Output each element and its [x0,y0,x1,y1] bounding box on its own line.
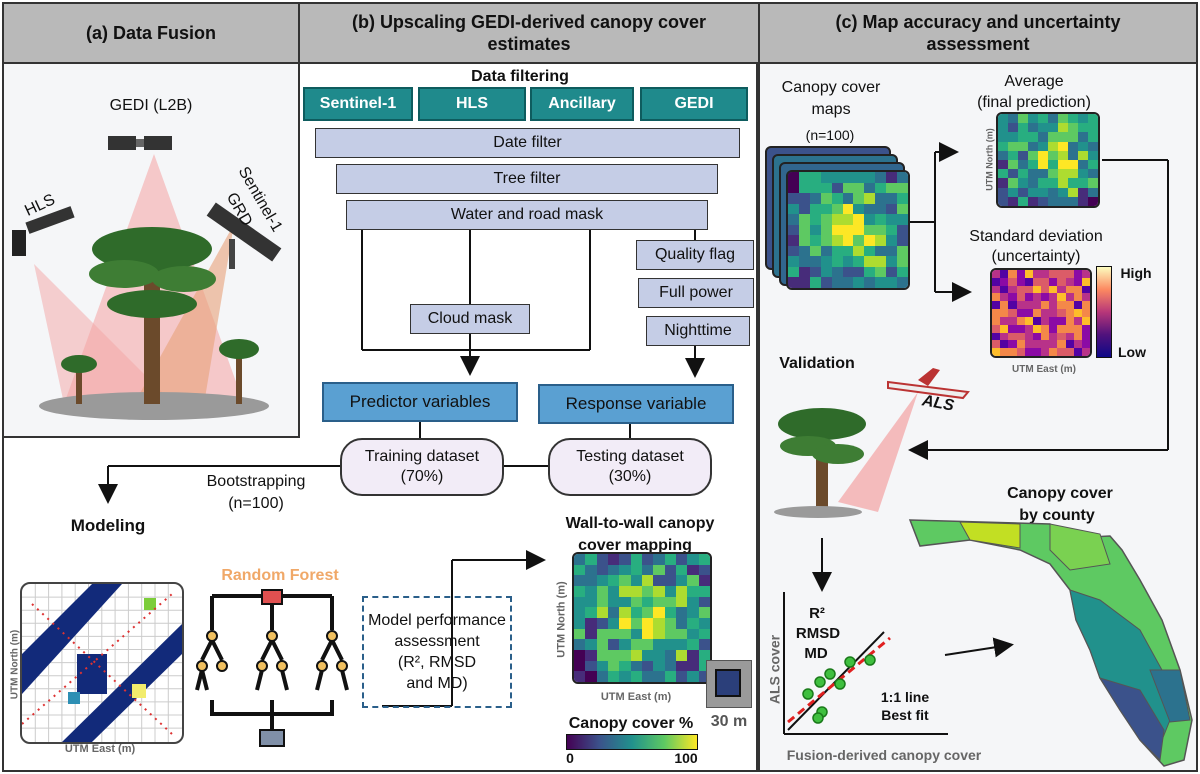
model-performance-line-4: and MD) [406,675,468,692]
canopy-legend-bar [566,734,698,750]
training-dataset: Training dataset (70%) [340,438,504,496]
gedi-label: GEDI (L2B) [109,97,193,114]
data-filtering-title: Data filtering [471,68,569,85]
modeling-utm-north: UTM North (m) [9,629,21,700]
date-filter-box: Date filter [315,128,740,158]
bootstrapping-n: (n=100) [228,495,284,512]
gedi-satellite-icon [108,136,172,150]
random-forest-diagram [195,589,349,747]
mapping-utm-east: UTM East (m) [600,691,672,703]
response-variable-box: Response variable [538,384,734,424]
source-sentinel-1: Sentinel-1 [303,87,413,121]
source-hls: HLS [418,87,526,121]
scatter-rmsd: RMSD [795,625,841,642]
county-title-2: by county [1019,507,1095,524]
sentinel-satellite-icon [206,202,282,269]
quality-flag-box: Quality flag [636,240,754,270]
bootstrapping-label: Bootstrapping [206,473,306,490]
panel-c-title: (c) Map accuracy and uncertainty assessm… [758,2,1198,64]
testing-dataset-label: Testing dataset [576,448,684,465]
modeling-grid [20,582,184,744]
source-gedi: GEDI [640,87,748,121]
wall-to-wall-map [572,552,712,684]
modeling-label: Modeling [70,516,146,535]
validation-illustration [774,368,970,518]
sd-label-2: (uncertainty) [991,248,1081,265]
modeling-grid-svg [22,584,182,742]
model-performance-line-3: (R², RMSD [397,654,477,671]
als-plane-icon [887,368,970,400]
mapping-title-2: cover mapping [578,537,692,554]
canopy-maps-label-2: maps [811,101,851,118]
canopy-legend-min: 0 [566,750,574,766]
canopy-maps-n: (n=100) [805,127,855,143]
average-label-1: Average [1004,73,1064,90]
canopy-legend-max: 100 [674,750,698,766]
scatter-als-cover: ALS cover [766,634,783,705]
scatter-one-to-one: 1:1 line [880,689,930,705]
training-dataset-label: Training dataset [364,448,480,465]
panel-b-title: (b) Upscaling GEDI-derived canopy cover … [298,2,760,64]
full-power-box: Full power [638,278,754,308]
uncertainty-utm-east: UTM East (m) [1012,364,1076,375]
model-performance-line-2: assessment [394,633,480,650]
canopy-legend-title: Canopy cover % [568,715,694,732]
average-utm-north: UTM North (m) [984,128,995,191]
source-ancillary: Ancillary [530,87,634,121]
random-forest-label: Random Forest [221,567,339,584]
tree-filter-box: Tree filter [336,164,718,194]
mapping-title-1: Wall-to-wall canopy [565,515,715,532]
average-map [996,112,1100,208]
mapping-utm-north: UTM North (m) [555,581,568,658]
predictor-variables-box: Predictor variables [322,382,518,422]
model-performance-box: Model performance assessment (R², RMSD a… [362,596,512,708]
canopy-map-stack-front [786,170,910,290]
florida-county-map [908,519,1193,767]
county-title-1: Canopy cover [1007,485,1113,502]
scatter-fusion-cover: Fusion-derived canopy cover [786,747,982,763]
uncertainty-legend-bar [1096,266,1112,358]
uncertainty-high: High [1120,265,1152,281]
pixel-size-label: 30 m [710,713,748,730]
canopy-maps-label-1: Canopy cover [781,79,881,96]
water-road-mask-box: Water and road mask [346,200,708,230]
validation-label: Validation [779,355,855,372]
cloud-mask-box: Cloud mask [410,304,530,334]
model-performance-line-1: Model performance [368,612,506,629]
cypress-tree-icon [89,227,216,404]
scatter-r2: R² [809,605,825,622]
scatter-md: MD [804,645,828,662]
uncertainty-map [990,268,1092,358]
average-label-2: (final prediction) [977,94,1091,111]
small-tree-icon [61,339,259,404]
scatter-best-fit: Best fit [881,707,929,723]
modeling-utm-east: UTM East (m) [64,743,136,755]
testing-dataset-pct: (30%) [608,468,652,485]
sd-label-1: Standard deviation [969,228,1103,245]
validation-scatter [783,592,948,735]
nighttime-box: Nighttime [646,316,750,346]
hls-satellite-icon [12,206,75,256]
pixel-zoom-box [706,660,752,708]
testing-dataset: Testing dataset (30%) [548,438,712,496]
training-dataset-pct: (70%) [400,468,444,485]
uncertainty-low: Low [1118,344,1146,360]
data-fusion-illustration [12,136,282,420]
